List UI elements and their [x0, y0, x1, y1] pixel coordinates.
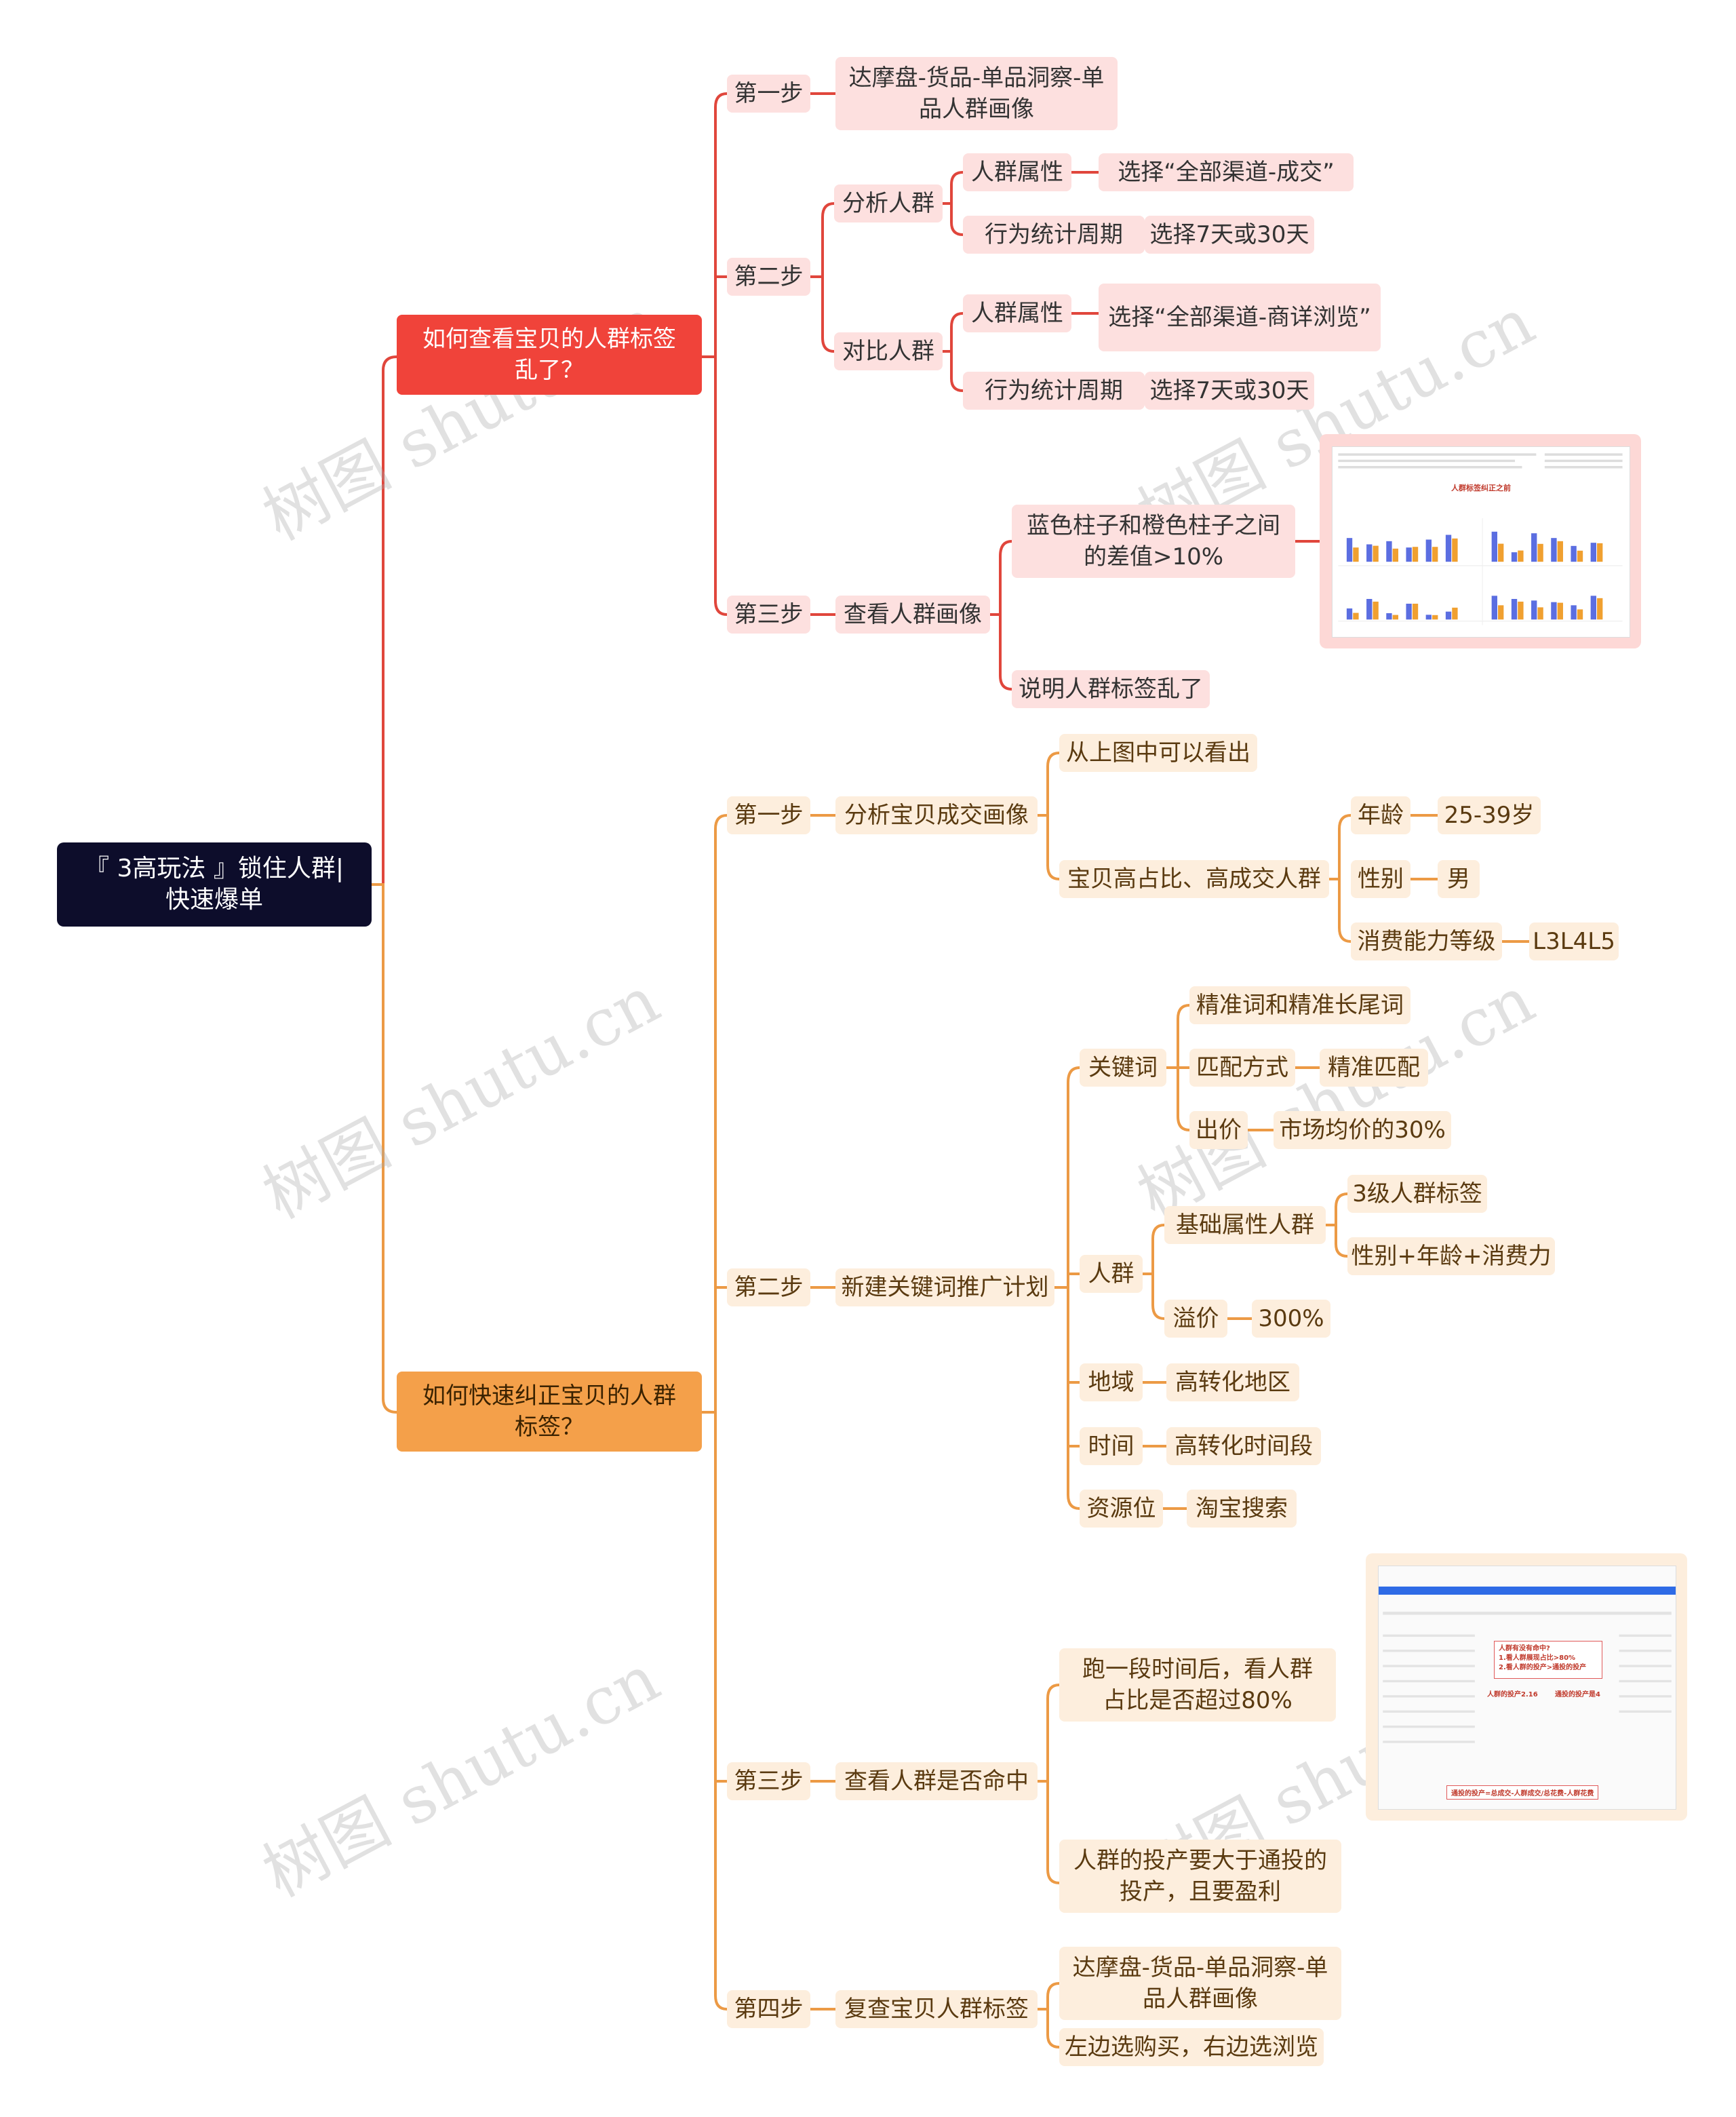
branch1-title[interactable]: 如何查看宝贝的人群标签乱了？ [397, 315, 702, 395]
image-banner [1379, 1587, 1676, 1595]
b2-crowd-premium-value[interactable]: 300% [1252, 1300, 1330, 1338]
b1-analyze-crowd[interactable]: 分析人群 [834, 184, 943, 222]
b2-keyword-bid-value[interactable]: 市场均价的30% [1274, 1111, 1451, 1149]
b2-crowd-premium[interactable]: 溢价 [1164, 1300, 1227, 1338]
b2-keyword-precise[interactable]: 精准词和精准长尾词 [1189, 986, 1410, 1024]
b1-step1-child[interactable]: 达摩盘-货品-单品洞察-单品人群画像 [835, 57, 1118, 130]
b2-step4-label[interactable]: 第四步 [727, 1990, 810, 2028]
b1-analyze-attr[interactable]: 人群属性 [963, 153, 1071, 191]
b1-compare-attr-value[interactable]: 选择“全部渠道-商详浏览” [1099, 284, 1381, 351]
b2-step3-label[interactable]: 第三步 [727, 1762, 810, 1800]
b2-resource-value[interactable]: 淘宝搜索 [1187, 1490, 1297, 1528]
b2-step3-child[interactable]: 查看人群是否命中 [835, 1762, 1038, 1800]
b2-crowd[interactable]: 人群 [1080, 1255, 1143, 1293]
b2-step3-a[interactable]: 跑一段时间后，看人群占比是否超过80% [1059, 1648, 1336, 1722]
b2-crowd-combo[interactable]: 性别+年龄+消费力 [1347, 1237, 1555, 1275]
image-table-lines [1383, 1612, 1672, 1743]
b2-step1-note[interactable]: 从上图中可以看出 [1059, 734, 1257, 772]
b1-compare-period-value[interactable]: 选择7天或30天 [1145, 372, 1314, 410]
root-node[interactable]: 『 3高玩法 』锁住人群|快速爆单 [57, 842, 372, 927]
b2-age-value[interactable]: 25-39岁 [1438, 796, 1541, 834]
b1-step3-diff[interactable]: 蓝色柱子和橙色柱子之间的差值>10% [1012, 505, 1295, 578]
image-roi-a: 人群的投产2.16 [1487, 1691, 1538, 1698]
b2-level-value[interactable]: L3L4L5 [1529, 922, 1619, 960]
b2-step1-label[interactable]: 第一步 [727, 796, 810, 834]
image-footer: 通投的投产=总成交-人群成交/总花费-人群花费 [1446, 1785, 1599, 1800]
b2-gender-value[interactable]: 男 [1438, 860, 1480, 898]
b2-keyword-bid[interactable]: 出价 [1189, 1111, 1248, 1149]
b2-time[interactable]: 时间 [1080, 1427, 1143, 1465]
b2-keyword-match[interactable]: 匹配方式 [1189, 1049, 1295, 1087]
b2-step1-high[interactable]: 宝贝高占比、高成交人群 [1059, 860, 1329, 898]
b2-crowd-lv3[interactable]: 3级人群标签 [1347, 1175, 1487, 1213]
b2-step2-label[interactable]: 第二步 [727, 1268, 810, 1306]
b2-step4-a[interactable]: 达摩盘-货品-单品洞察-单品人群画像 [1059, 1947, 1341, 2020]
b2-gender[interactable]: 性别 [1351, 860, 1410, 898]
b2-region[interactable]: 地域 [1080, 1363, 1143, 1401]
image-callout: 人群有没有命中? 1.看人群展现占比>80% 2.看人群的投产>通投的投产 [1494, 1641, 1602, 1679]
b2-step4-b[interactable]: 左边选购买，右边选浏览 [1059, 2028, 1324, 2066]
b2-age[interactable]: 年龄 [1351, 796, 1410, 834]
b1-compare-crowd[interactable]: 对比人群 [834, 332, 943, 370]
b1-analyze-attr-value[interactable]: 选择“全部渠道-成交” [1099, 153, 1354, 191]
b1-analyze-period-value[interactable]: 选择7天或30天 [1145, 216, 1314, 254]
b1-compare-period[interactable]: 行为统计周期 [963, 372, 1145, 410]
b1-step2-label[interactable]: 第二步 [727, 258, 810, 296]
branch2-title[interactable]: 如何快速纠正宝贝的人群标签？ [397, 1372, 702, 1452]
b1-step3-label[interactable]: 第三步 [727, 596, 810, 634]
b2-crowd-basic[interactable]: 基础属性人群 [1164, 1206, 1326, 1244]
b1-analyze-period[interactable]: 行为统计周期 [963, 216, 1145, 254]
b2-keyword-match-value[interactable]: 精准匹配 [1320, 1049, 1428, 1087]
b2-region-value[interactable]: 高转化地区 [1166, 1363, 1299, 1401]
b1-compare-attr[interactable]: 人群属性 [963, 294, 1071, 332]
b2-step1-child[interactable]: 分析宝贝成交画像 [835, 796, 1038, 834]
b2-step4-child[interactable]: 复查宝贝人群标签 [835, 1990, 1038, 2028]
b2-time-value[interactable]: 高转化时间段 [1166, 1427, 1321, 1465]
crowd-portrait-image[interactable]: 人群标签纠正之前 [1320, 434, 1641, 648]
b1-step3-conclusion[interactable]: 说明人群标签乱了 [1012, 670, 1210, 708]
b2-step2-child[interactable]: 新建关键词推广计划 [835, 1268, 1054, 1306]
image-mini-charts [1338, 453, 1623, 625]
b1-step3-child[interactable]: 查看人群画像 [835, 596, 990, 634]
b2-level[interactable]: 消费能力等级 [1351, 922, 1502, 960]
b2-resource[interactable]: 资源位 [1080, 1490, 1163, 1528]
crowd-hit-image[interactable]: 人群有没有命中? 1.看人群展现占比>80% 2.看人群的投产>通投的投产 人群… [1366, 1553, 1687, 1821]
b1-step1-label[interactable]: 第一步 [727, 75, 810, 113]
b2-step3-b[interactable]: 人群的投产要大于通投的投产，且要盈利 [1059, 1840, 1341, 1913]
b2-keyword[interactable]: 关键词 [1080, 1049, 1166, 1087]
image-roi-b: 通投的投产是4 [1555, 1691, 1600, 1698]
image-title: 人群标签纠正之前 [1451, 484, 1511, 492]
